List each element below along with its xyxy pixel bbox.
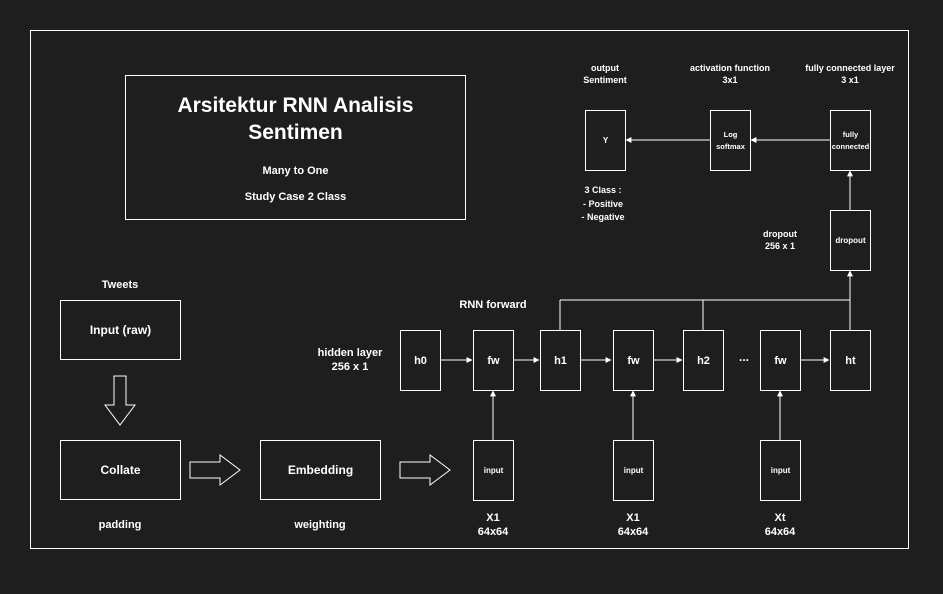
hidden-layer-label: hidden layer 256 x 1 <box>317 347 383 374</box>
hidden-state-h1: h1 <box>540 330 581 391</box>
embedding-box: Embedding <box>260 440 381 500</box>
fully-connected-label: fully connected layer 3 x1 <box>805 63 895 85</box>
diagram-frame <box>30 30 909 549</box>
output-y-box: Y <box>585 110 626 171</box>
down-block-arrow <box>104 375 136 426</box>
fw-cell-2: fw <box>613 330 654 391</box>
diagram-title: Arsitektur RNN Analisis Sentimen <box>177 94 414 145</box>
ellipsis: ... <box>738 350 749 364</box>
padding-label: padding <box>98 519 142 531</box>
input-raw-box: Input (raw) <box>60 300 181 360</box>
diagram-subtitle: Many to One <box>262 165 329 177</box>
activation-function-label: activation function 3x1 <box>689 63 770 85</box>
right-block-arrow-2 <box>399 454 451 486</box>
weighting-label: weighting <box>294 519 346 531</box>
fully-connected-box: fully connected <box>830 110 871 171</box>
fw-cell-t: fw <box>760 330 801 391</box>
xt-label: Xt 64x64 <box>764 512 796 539</box>
rnn-forward-label: RNN forward <box>459 299 527 311</box>
hidden-state-ht: ht <box>830 330 871 391</box>
output-sentiment-label: output Sentiment <box>583 63 627 85</box>
study-case-label: Study Case 2 Class <box>244 191 347 203</box>
class-list: 3 Class : - Positive - Negative <box>581 185 625 222</box>
log-softmax-box: Log softmax <box>710 110 751 171</box>
x1-label-2: X1 64x64 <box>617 512 649 539</box>
fw-cell-1: fw <box>473 330 514 391</box>
title-box: Arsitektur RNN Analisis Sentimen Many to… <box>125 75 466 220</box>
input-box-1: input <box>473 440 514 501</box>
x1-label-1: X1 64x64 <box>477 512 509 539</box>
dropout-box: dropout <box>830 210 871 271</box>
tweets-label: Tweets <box>101 279 139 291</box>
hidden-state-h2: h2 <box>683 330 724 391</box>
input-box-2: input <box>613 440 654 501</box>
input-box-t: input <box>760 440 801 501</box>
dropout-label: dropout 256 x 1 <box>763 229 797 251</box>
hidden-state-h0: h0 <box>400 330 441 391</box>
collate-box: Collate <box>60 440 181 500</box>
right-block-arrow-1 <box>189 454 241 486</box>
